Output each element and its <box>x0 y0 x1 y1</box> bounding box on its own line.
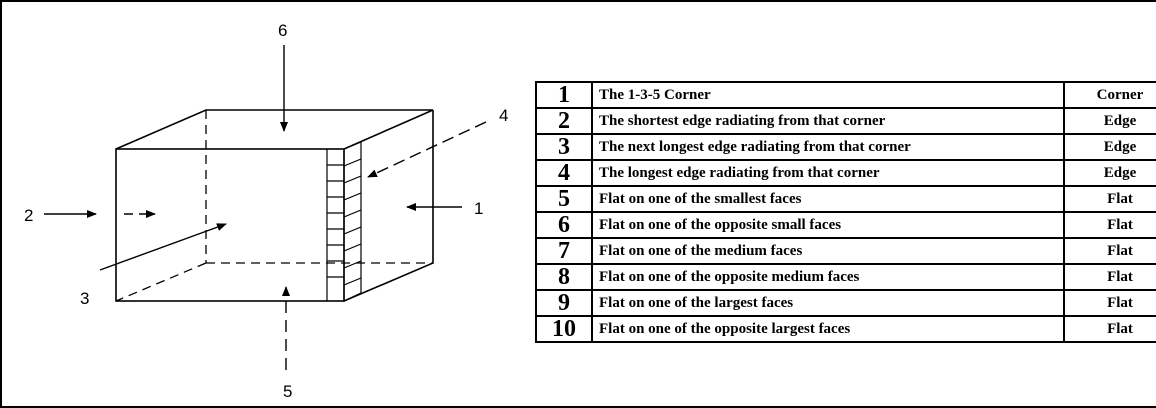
row-position-cell: Flat <box>1063 315 1156 343</box>
row-position-cell: Edge <box>1063 107 1156 135</box>
row-number-cell: 5 <box>535 185 593 213</box>
label-2: 2 <box>24 206 33 225</box>
row-description-cell: Flat on one of the smallest faces <box>591 185 1065 213</box>
row-description-cell: Flat on one of the medium faces <box>591 237 1065 265</box>
row-description-cell: The shortest edge radiating from that co… <box>591 107 1065 135</box>
label-5: 5 <box>283 382 292 401</box>
row-number-cell: 1 <box>535 81 593 109</box>
box-diagram: 1 2 3 4 5 6 <box>24 21 508 401</box>
label-6: 6 <box>278 21 287 40</box>
row-number-cell: 7 <box>535 237 593 265</box>
arrow-4 <box>367 121 487 178</box>
row-number-cell: 8 <box>535 263 593 291</box>
label-3: 3 <box>80 289 89 308</box>
row-number-cell: 10 <box>535 315 593 343</box>
brick-column <box>326 141 362 302</box>
label-1: 1 <box>474 199 483 218</box>
row-number-cell: 6 <box>535 211 593 239</box>
row-number-cell: 2 <box>535 107 593 135</box>
row-position-cell: Flat <box>1063 211 1156 239</box>
row-position-cell: Flat <box>1063 237 1156 265</box>
row-number-cell: 3 <box>535 133 593 161</box>
row-position-cell: Flat <box>1063 289 1156 317</box>
row-description-cell: Flat on one of the opposite medium faces <box>591 263 1065 291</box>
row-position-cell: Corner <box>1063 81 1156 109</box>
row-description-cell: The 1-3-5 Corner <box>591 81 1065 109</box>
row-position-cell: Flat <box>1063 185 1156 213</box>
row-number-cell: 4 <box>535 159 593 187</box>
row-description-cell: Flat on one of the opposite small faces <box>591 211 1065 239</box>
row-description-cell: The next longest edge radiating from tha… <box>591 133 1065 161</box>
row-description-cell: Flat on one of the largest faces <box>591 289 1065 317</box>
row-position-cell: Edge <box>1063 159 1156 187</box>
row-number-cell: 9 <box>535 289 593 317</box>
arrow-3 <box>99 223 227 271</box>
row-position-cell: Flat <box>1063 263 1156 291</box>
row-description-cell: The longest edge radiating from that cor… <box>591 159 1065 187</box>
label-4: 4 <box>499 106 508 125</box>
box-outline <box>115 109 434 302</box>
row-position-cell: Edge <box>1063 133 1156 161</box>
row-description-cell: Flat on one of the opposite largest face… <box>591 315 1065 343</box>
hidden-edges <box>115 110 433 302</box>
